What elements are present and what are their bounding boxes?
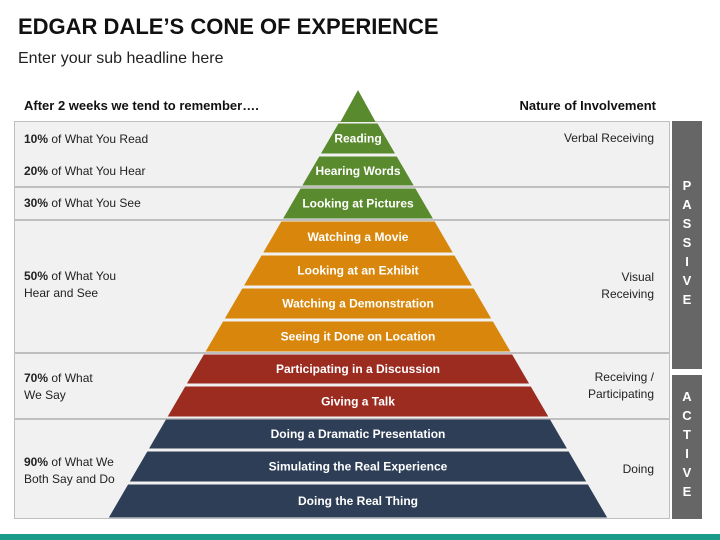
active-letter: C — [682, 408, 692, 423]
passive-letter: E — [682, 292, 692, 307]
cone-level-label: Hearing Words — [315, 164, 400, 178]
cone-level — [244, 255, 472, 286]
cone-level-label: Watching a Demonstration — [282, 297, 434, 311]
retention-header: After 2 weeks we tend to remember…. — [24, 98, 259, 113]
cone-level — [283, 188, 433, 219]
involvement-text: Doing — [622, 462, 654, 476]
cone-level — [186, 354, 530, 384]
involvement-text: Verbal Receiving — [563, 131, 654, 145]
cone-level-label: Reading — [334, 132, 381, 146]
cone-level — [129, 451, 587, 482]
passive-bar — [672, 121, 702, 369]
involvement-item: Receiving / Participating — [588, 369, 654, 403]
retention-text: of What You Hear — [51, 164, 146, 178]
cone-level-label: Doing a Dramatic Presentation — [271, 427, 446, 441]
passive-letter: A — [682, 197, 692, 212]
page-title: EDGAR DALE’S CONE OF EXPERIENCE — [18, 14, 439, 39]
cone-level-label: Simulating the Real Experience — [269, 460, 448, 474]
passive-letter: S — [682, 216, 692, 231]
passive-letter: V — [682, 273, 692, 288]
involvement-text: Receiving / — [594, 370, 654, 384]
cone-level — [302, 156, 414, 186]
involvement-item: Verbal Receiving — [564, 130, 654, 147]
cone-level — [224, 288, 492, 319]
footer-bar — [0, 534, 720, 540]
cone-level — [263, 221, 453, 253]
retention-item: 30% of What You See — [24, 195, 141, 212]
retention-item: 70% of What We Say — [24, 370, 93, 404]
cone-level — [149, 419, 567, 449]
cone-level — [167, 386, 549, 417]
retention-text: of What You See — [51, 196, 141, 210]
retention-item: 90% of What We Both Say and Do — [24, 454, 115, 488]
retention-percent: 90% — [24, 455, 49, 469]
retention-text: of What We — [51, 455, 114, 469]
retention-text: of What — [51, 371, 93, 385]
cone-level-label: Participating in a Discussion — [276, 362, 440, 376]
cone-level-label: Giving a Talk — [321, 395, 395, 409]
retention-text: of What You Read — [51, 132, 149, 146]
involvement-text: Participating — [587, 387, 654, 401]
retention-item: 10% of What You Read — [24, 131, 148, 148]
cone-level-label: Seeing it Done on Location — [281, 330, 436, 344]
active-label: A C T I V E — [672, 387, 702, 501]
retention-percent: 10% — [24, 132, 49, 146]
retention-percent: 30% — [24, 196, 49, 210]
active-letter: I — [685, 446, 689, 461]
cone-apex — [340, 90, 376, 122]
page-subtitle: Enter your sub headline here — [18, 50, 224, 67]
retention-text: Hear and See — [24, 286, 99, 300]
passive-label: P A S S I V E — [672, 176, 702, 309]
passive-letter: S — [682, 235, 692, 250]
cone-level — [320, 123, 396, 154]
retention-text: We Say — [24, 388, 66, 402]
involvement-header: Nature of Involvement — [519, 98, 656, 113]
retention-text: of What You — [51, 269, 117, 283]
retention-percent: 70% — [24, 371, 49, 385]
active-letter: V — [682, 465, 692, 480]
cone-level-label: Doing the Real Thing — [298, 494, 418, 508]
involvement-text: Visual — [621, 270, 654, 284]
cone-level-label: Looking at an Exhibit — [297, 264, 418, 278]
retention-text: Both Say and Do — [24, 472, 115, 486]
passive-letter: I — [685, 254, 689, 269]
passive-letter: P — [682, 178, 692, 193]
involvement-text: Receiving — [601, 287, 654, 301]
retention-percent: 50% — [24, 269, 49, 283]
cone-level-label: Looking at Pictures — [302, 197, 414, 211]
involvement-item: Doing — [623, 461, 654, 478]
cone-level — [108, 484, 608, 518]
active-letter: E — [682, 484, 692, 499]
active-letter: A — [682, 389, 692, 404]
retention-item: 20% of What You Hear — [24, 163, 145, 180]
retention-percent: 20% — [24, 164, 49, 178]
cone-level — [205, 321, 511, 352]
active-bar — [672, 375, 702, 519]
cone-level-label: Watching a Movie — [308, 230, 409, 244]
active-letter: T — [683, 427, 691, 442]
